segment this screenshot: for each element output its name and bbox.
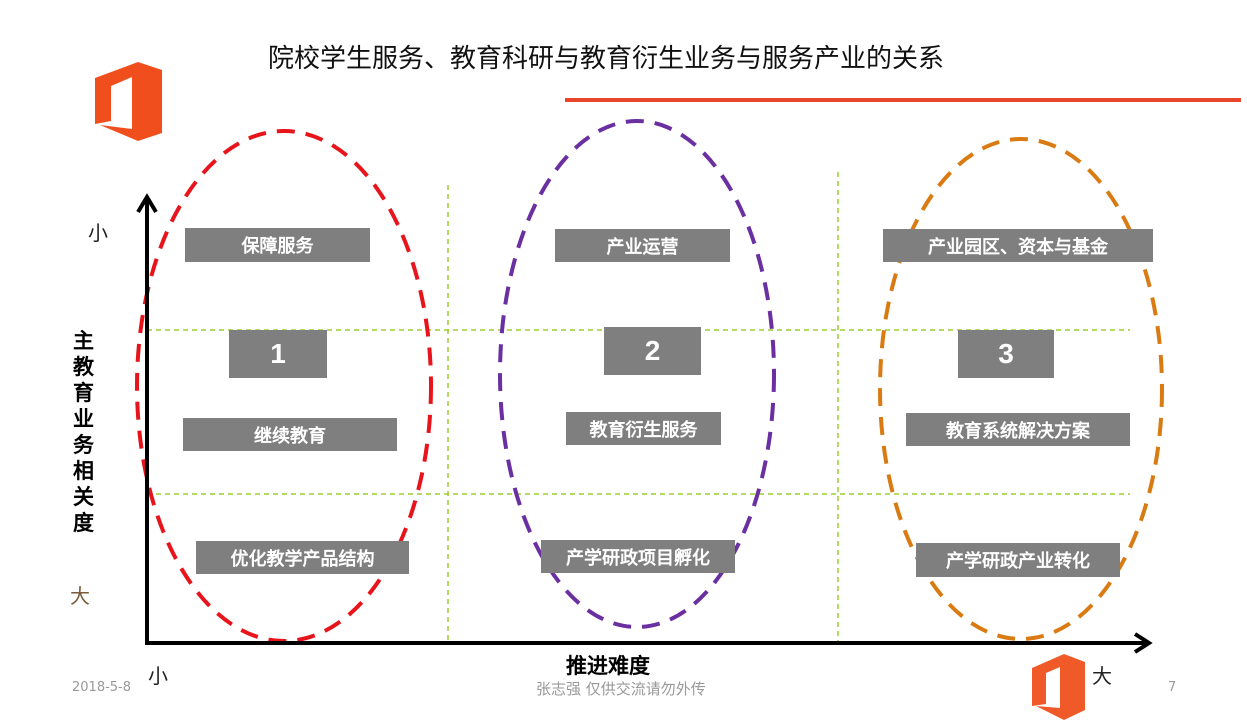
office-logo-small-icon: [1032, 654, 1085, 720]
box-group1-top: 保障服务: [185, 228, 370, 262]
axes: [136, 193, 1153, 654]
x-axis-right-label: 大: [1092, 664, 1112, 688]
group-1-number: 1: [229, 330, 327, 378]
page-number: 7: [1168, 680, 1177, 695]
box-group3-top: 产业园区、资本与基金: [883, 229, 1153, 262]
box-group2-bottom: 产学研政项目孵化: [541, 540, 735, 573]
x-axis-left-label: 小: [148, 664, 168, 688]
y-axis-arrow: [136, 193, 158, 214]
footer-note: 张志强 仅供交流请勿外传: [536, 680, 706, 698]
group-3-ellipse: [878, 137, 1164, 641]
office-logo-icon: [95, 62, 162, 141]
footer-date: 2018-5-8: [72, 680, 132, 695]
box-group2-middle: 教育衍生服务: [566, 412, 721, 445]
group-3-number: 3: [958, 330, 1054, 378]
box-group1-middle: 继续教育: [183, 418, 397, 451]
x-axis-arrow: [1133, 632, 1153, 654]
group-2-number: 2: [604, 327, 701, 375]
box-group3-middle: 教育系统解决方案: [906, 413, 1130, 446]
x-axis-title: 推进难度: [566, 654, 650, 678]
y-axis-top-label: 小: [88, 221, 108, 245]
slide-title: 院校学生服务、教育科研与教育衍生业务与服务产业的关系: [268, 44, 945, 74]
box-group3-bottom: 产学研政产业转化: [916, 543, 1120, 577]
group-2-ellipse: [498, 119, 776, 629]
box-group2-top: 产业运营: [555, 229, 730, 262]
box-group1-bottom: 优化教学产品结构: [196, 541, 409, 574]
title-underline: [565, 98, 1241, 102]
y-axis-bottom-label: 大: [70, 584, 90, 608]
y-axis-title: 主教育业务相关度: [73, 329, 94, 535]
